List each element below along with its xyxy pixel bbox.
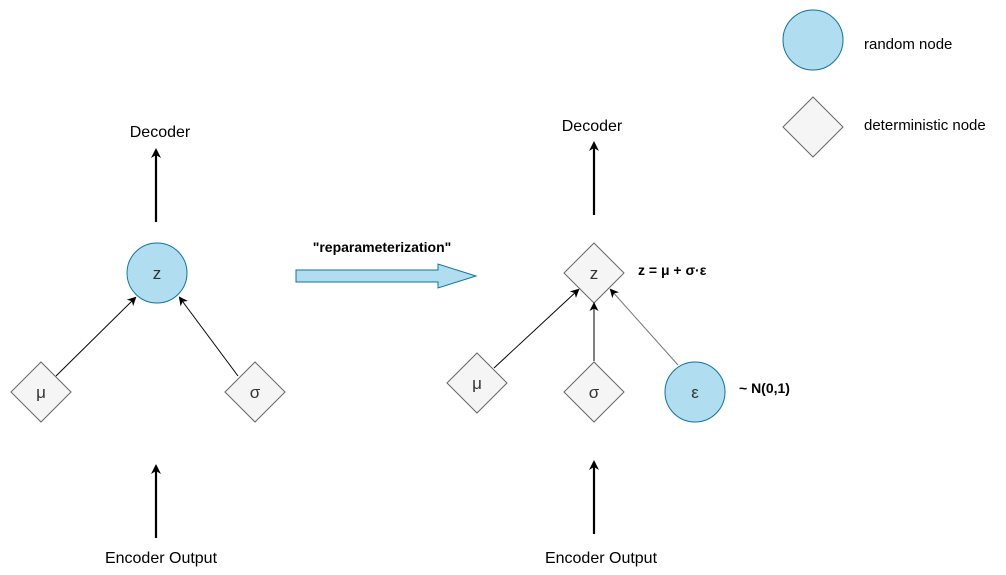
right-mu-to-z-arrow xyxy=(493,288,580,369)
legend-random-node-label: random node xyxy=(864,36,952,53)
left-sigma-to-z-arrow xyxy=(178,296,239,377)
left-decoder-label: Decoder xyxy=(130,124,191,141)
left-z-random-node xyxy=(126,242,188,304)
right-sigma-node-label: σ xyxy=(589,383,600,402)
z-equation-label: z = μ + σ·ε xyxy=(638,262,707,278)
left-sigma-deterministic-node xyxy=(224,361,286,423)
right-z-node-label: z xyxy=(590,264,599,283)
left-mu-node-label: μ xyxy=(36,383,46,402)
left-encoder-label: Encoder Output xyxy=(105,550,218,567)
right-mu-deterministic-node xyxy=(446,352,508,414)
legend-random-node-icon xyxy=(782,9,844,71)
right-epsilon-to-z-arrow xyxy=(609,288,679,366)
reparameterization-arrow xyxy=(295,263,478,289)
right-mu-node-label: μ xyxy=(472,374,482,393)
right-epsilon-random-node xyxy=(664,361,726,423)
left-mu-to-z-arrow xyxy=(55,296,137,377)
legend-deterministic-node-label: deterministic node xyxy=(864,117,986,134)
left-mu-deterministic-node xyxy=(10,361,72,423)
right-encoder-label: Encoder Output xyxy=(545,550,658,567)
right-sigma-deterministic-node xyxy=(563,361,625,423)
right-epsilon-node-label: ε xyxy=(691,383,699,402)
legend-deterministic-node-icon xyxy=(782,96,844,158)
reparameterization-label: "reparameterization" xyxy=(313,239,452,255)
right-decoder-label: Decoder xyxy=(562,118,623,135)
epsilon-distribution-label: ~ N(0,1) xyxy=(739,380,790,396)
left-z-node-label: z xyxy=(153,264,162,283)
left-sigma-node-label: σ xyxy=(250,383,261,402)
